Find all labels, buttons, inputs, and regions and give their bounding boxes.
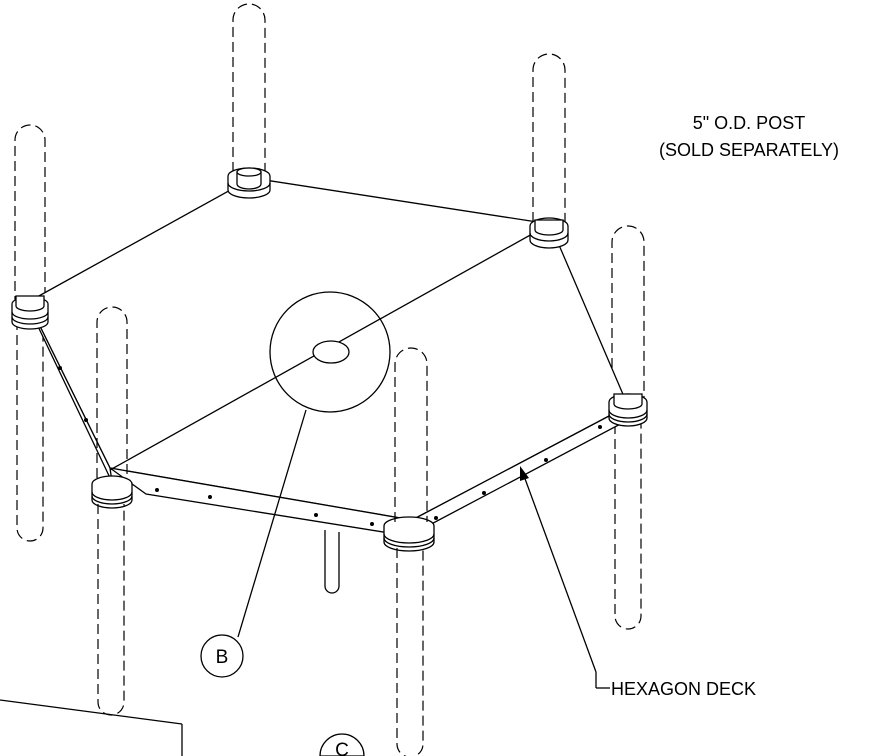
bracket-front-left [91,475,133,509]
callout-b: B [200,634,244,678]
partial-outline [0,699,183,756]
post-back-right [532,53,566,222]
post-sold-separately-label: (SOLD SEPARATELY) [659,140,839,160]
bracket-front [383,516,435,552]
callout-c-label: C [335,740,349,756]
rail-holes [58,366,602,526]
hexagon-deck-callout: HEXAGON DECK [520,466,756,699]
post-back-center [232,3,266,172]
callout-c: C [319,733,365,756]
callout-b-label: B [216,647,229,668]
post-right [611,225,645,630]
post-front [394,347,428,756]
post-back-left [14,124,46,542]
detail-circle-b [237,291,391,638]
hexagon-deck-label: HEXAGON DECK [611,679,756,699]
post-note: 5" O.D. POST (SOLD SEPARATELY) [659,113,839,160]
post-tops [15,167,643,410]
post-size-label: 5" O.D. POST [693,113,805,133]
